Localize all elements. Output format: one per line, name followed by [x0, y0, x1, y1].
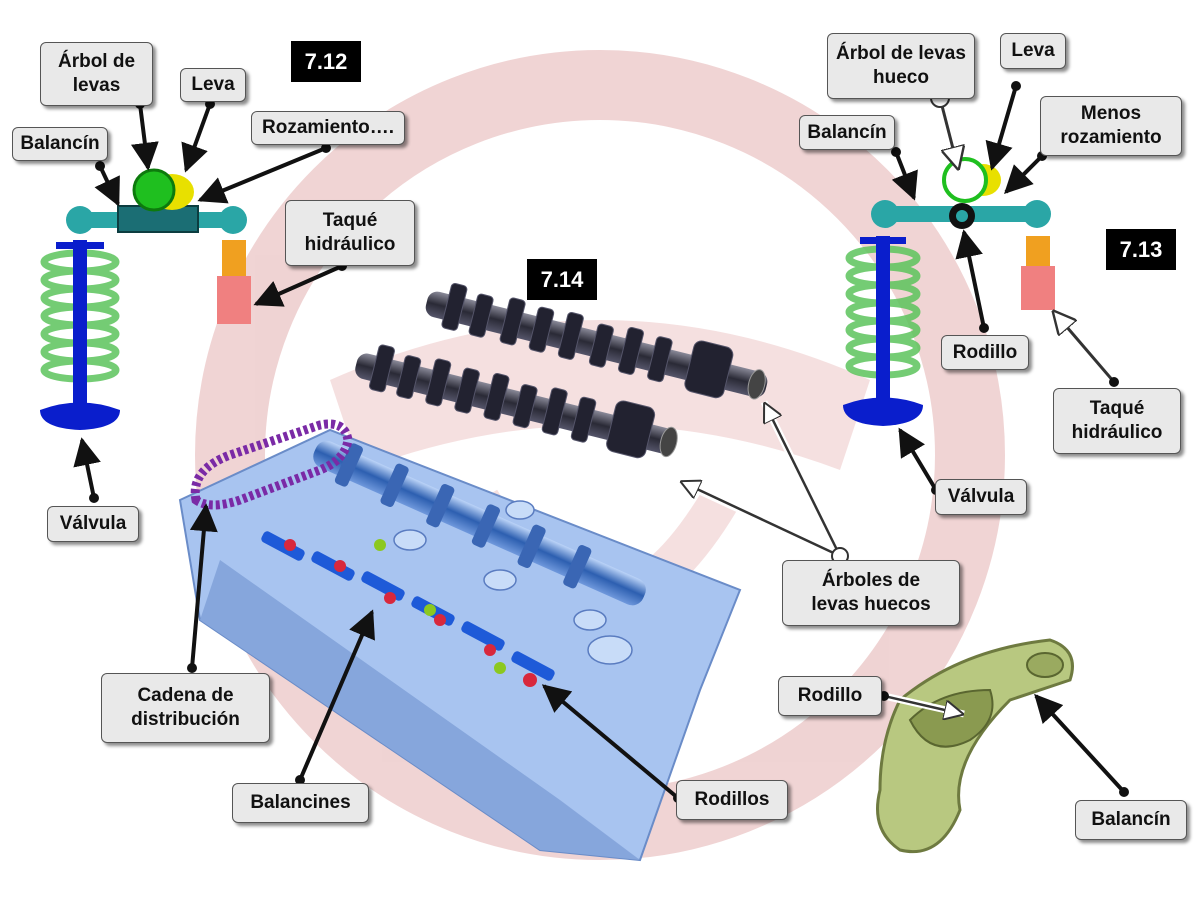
- label-leva-left: Leva: [180, 68, 246, 102]
- label-menos-rozamiento: Menos rozamiento: [1040, 96, 1182, 156]
- label-leva-right: Leva: [1000, 33, 1066, 69]
- label-arbol-de-levas: Árbol de levas: [40, 42, 153, 106]
- left-valvetrain-illustration: [40, 99, 347, 503]
- label-balancines: Balancines: [232, 783, 369, 823]
- label-balancin-part: Balancín: [1075, 800, 1187, 840]
- valve-head: [40, 402, 120, 430]
- label-balancin-left: Balancín: [12, 127, 108, 161]
- camshaft-circle: [132, 168, 176, 212]
- label-taque-hidraulico-right: Taqué hidráulico: [1053, 388, 1181, 454]
- rockers-and-rollers: [261, 531, 555, 687]
- label-valvula-right: Válvula: [935, 479, 1027, 515]
- label-taque-hidraulico-left: Taqué hidráulico: [285, 200, 415, 266]
- figure-number-7-14: 7.14: [527, 259, 597, 300]
- label-arboles-de-levas-huecos: Árboles de levas huecos: [782, 560, 960, 626]
- label-valvula-left: Válvula: [47, 506, 139, 542]
- label-arbol-de-levas-hueco: Árbol de levas hueco: [827, 33, 975, 99]
- roller-rocker-part-illustration: [876, 638, 1129, 854]
- label-rodillo-right: Rodillo: [941, 335, 1029, 370]
- hollow-camshafts-illustration: [355, 283, 849, 565]
- figure-number-7-13: 7.13: [1106, 229, 1176, 270]
- hydraulic-lifter-top: [222, 240, 246, 276]
- right-valvetrain-illustration: [843, 81, 1119, 495]
- label-rodillos: Rodillos: [676, 780, 788, 820]
- label-rozamiento: Rozamiento….: [251, 111, 405, 145]
- timing-chain: [190, 419, 353, 510]
- figure-number-7-12: 7.12: [291, 41, 361, 82]
- cylinder-head-illustration: [178, 419, 742, 862]
- label-balancin-right: Balancín: [799, 115, 895, 150]
- valve-stem: [73, 240, 87, 410]
- hydraulic-lifter-body: [217, 276, 251, 324]
- label-cadena-de-distribucion: Cadena de distribución: [101, 673, 270, 743]
- hollow-camshaft-circle: [942, 157, 988, 203]
- label-rodillo-part: Rodillo: [778, 676, 882, 716]
